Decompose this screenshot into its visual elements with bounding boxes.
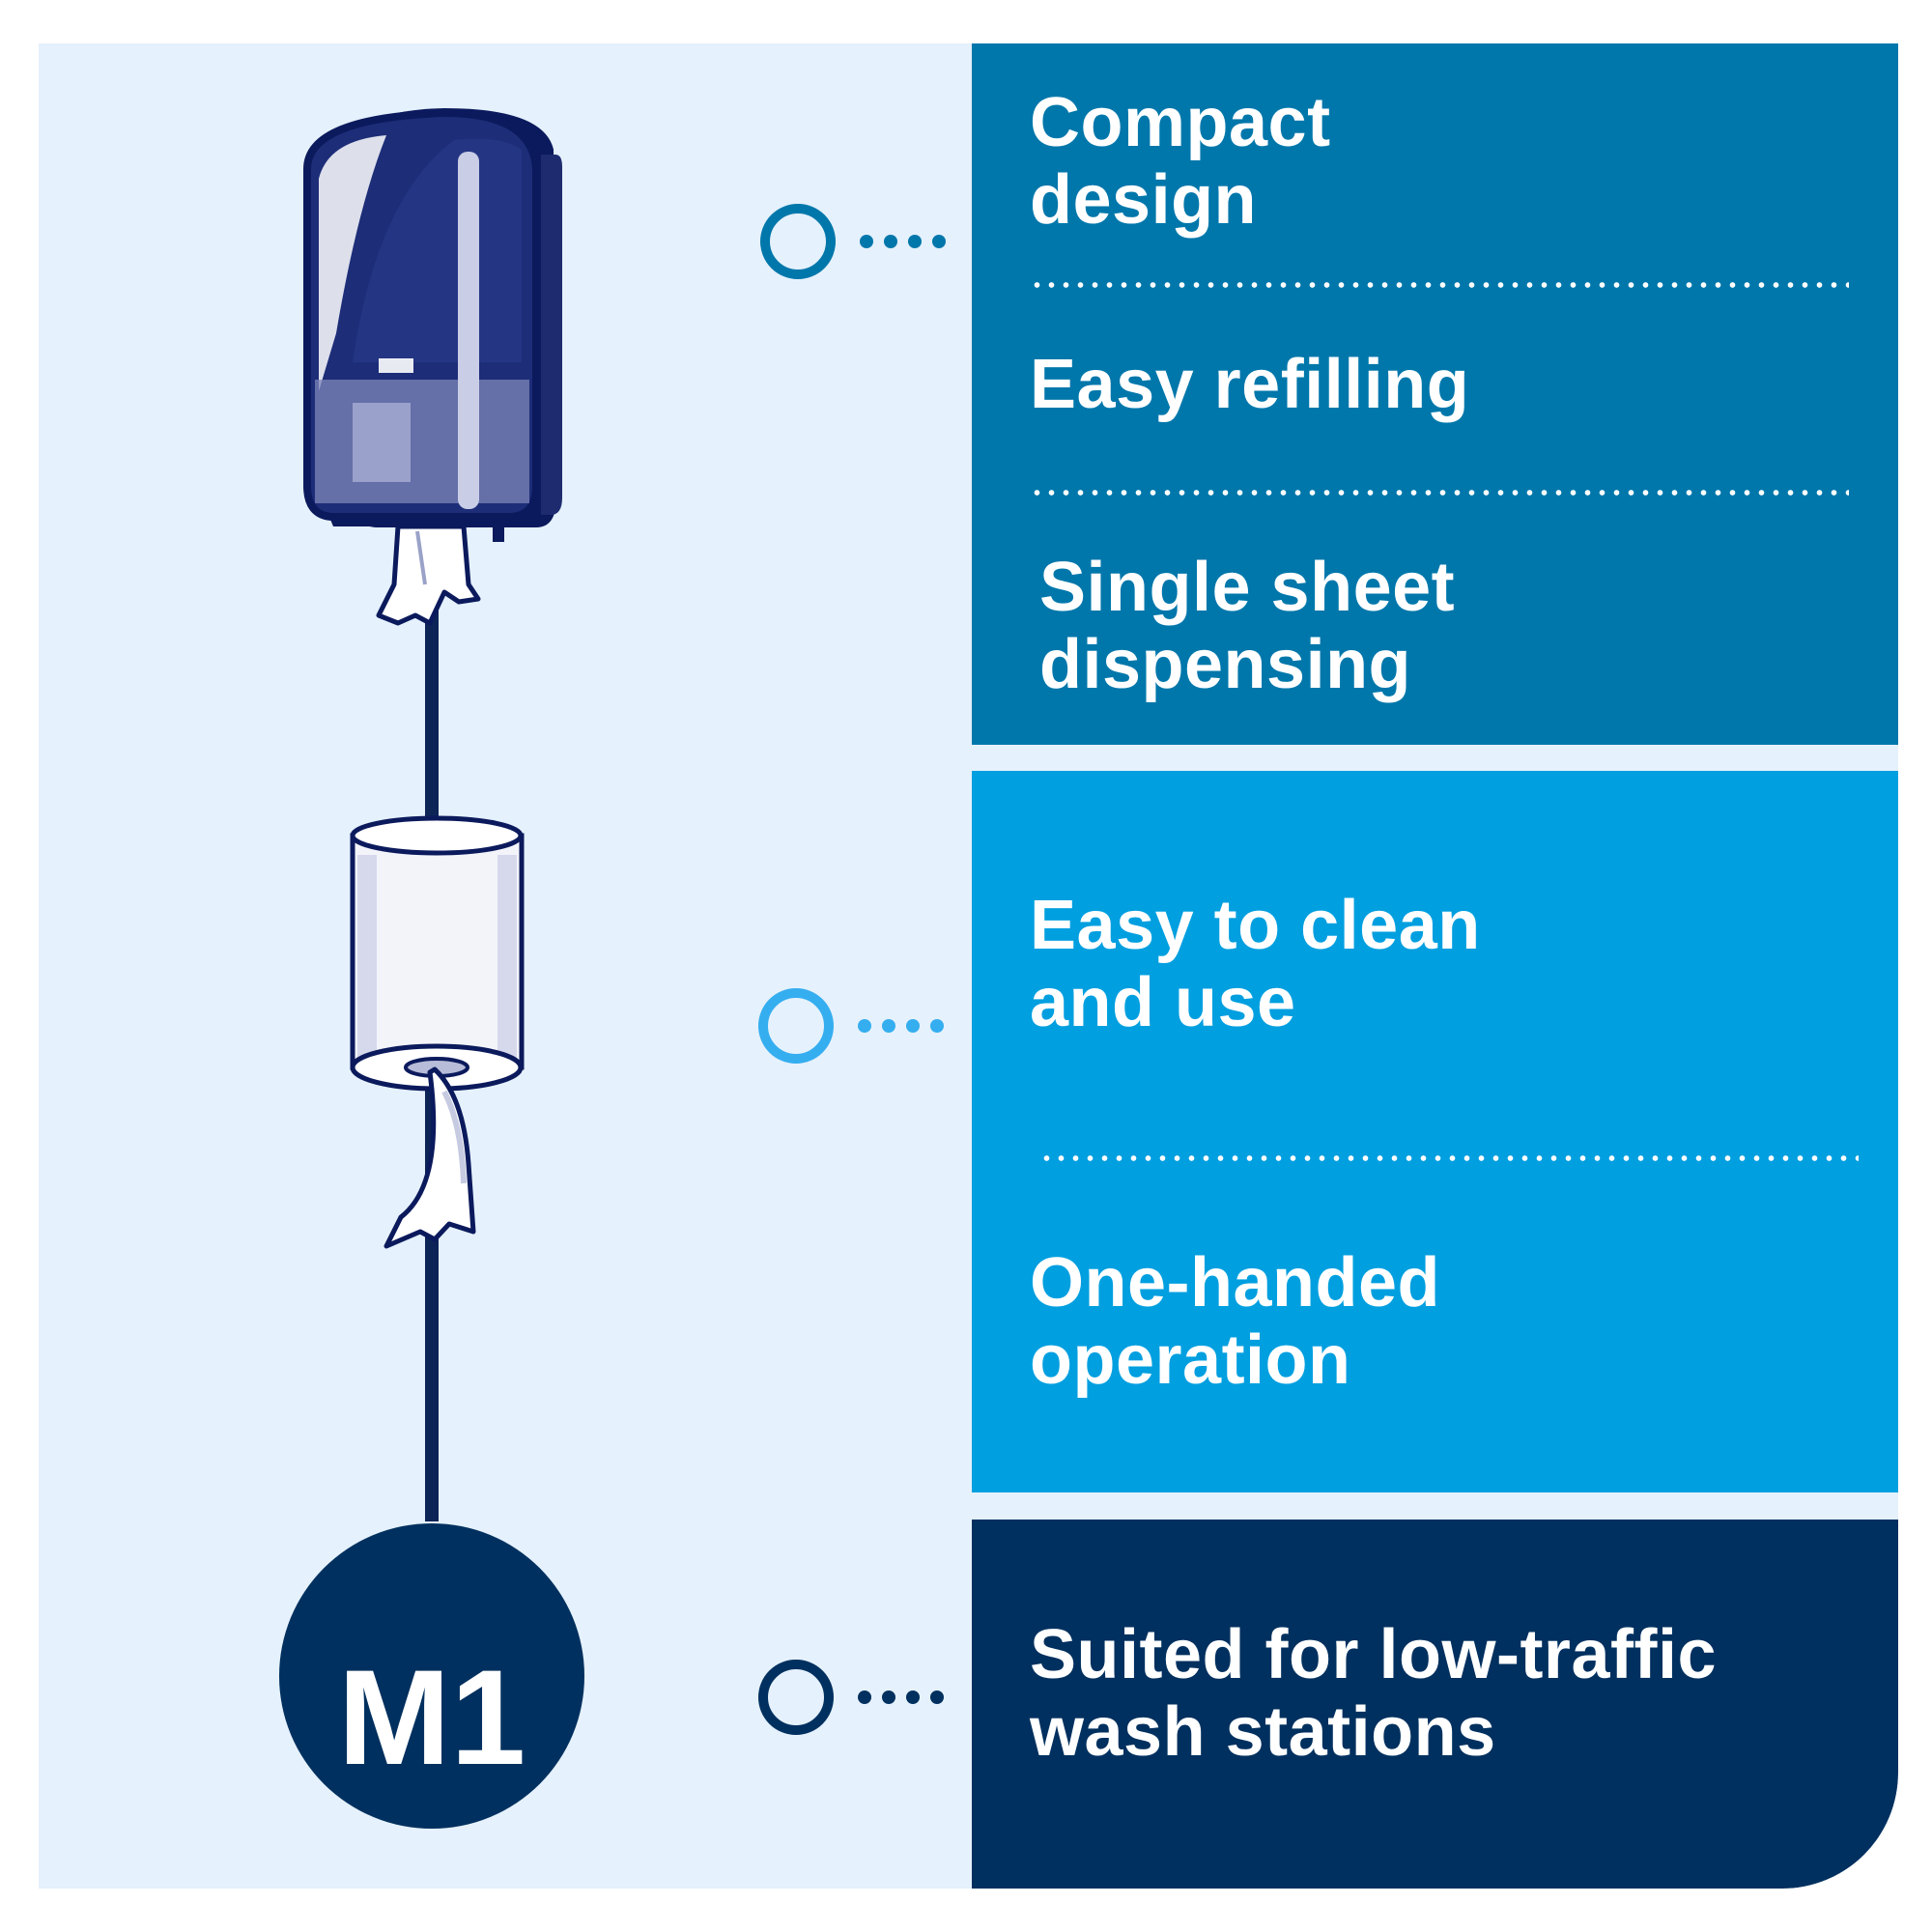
feature-single-sheet: Single sheet dispensing <box>1039 549 1456 703</box>
feature-easy-refilling: Easy refilling <box>1030 346 1470 423</box>
feature-one-handed: One-handed operation <box>1030 1244 1441 1399</box>
connector-ring-icon <box>758 1660 834 1735</box>
dispenser-illustration <box>303 107 562 626</box>
product-illustration <box>279 107 946 1829</box>
features-panel-dispenser: Compact design Easy refilling Single she… <box>972 43 1898 745</box>
connector-3 <box>758 1660 944 1735</box>
connector-1 <box>760 204 946 279</box>
feature-separator <box>1030 490 1849 496</box>
feature-easy-clean: Easy to clean and use <box>1030 887 1481 1041</box>
paper-roll-illustration <box>350 815 525 1249</box>
feature-separator <box>1039 1155 1859 1161</box>
m1-badge <box>279 1523 584 1829</box>
feature-compact-design: Compact design <box>1030 84 1331 239</box>
features-panel-system: Suited for low-traffic wash stations <box>972 1520 1898 1889</box>
feature-low-traffic: Suited for low-traffic wash stations <box>1030 1616 1717 1771</box>
features-panel-refill: Easy to clean and use One-handed operati… <box>972 771 1898 1492</box>
connector-ring-icon <box>758 988 834 1064</box>
infographic-canvas: Compact design Easy refilling Single she… <box>39 43 1898 1889</box>
connector-ring-icon <box>760 204 836 279</box>
m1-badge-label: M1 <box>337 1641 526 1793</box>
connector-2 <box>758 988 944 1064</box>
feature-separator <box>1030 282 1849 288</box>
